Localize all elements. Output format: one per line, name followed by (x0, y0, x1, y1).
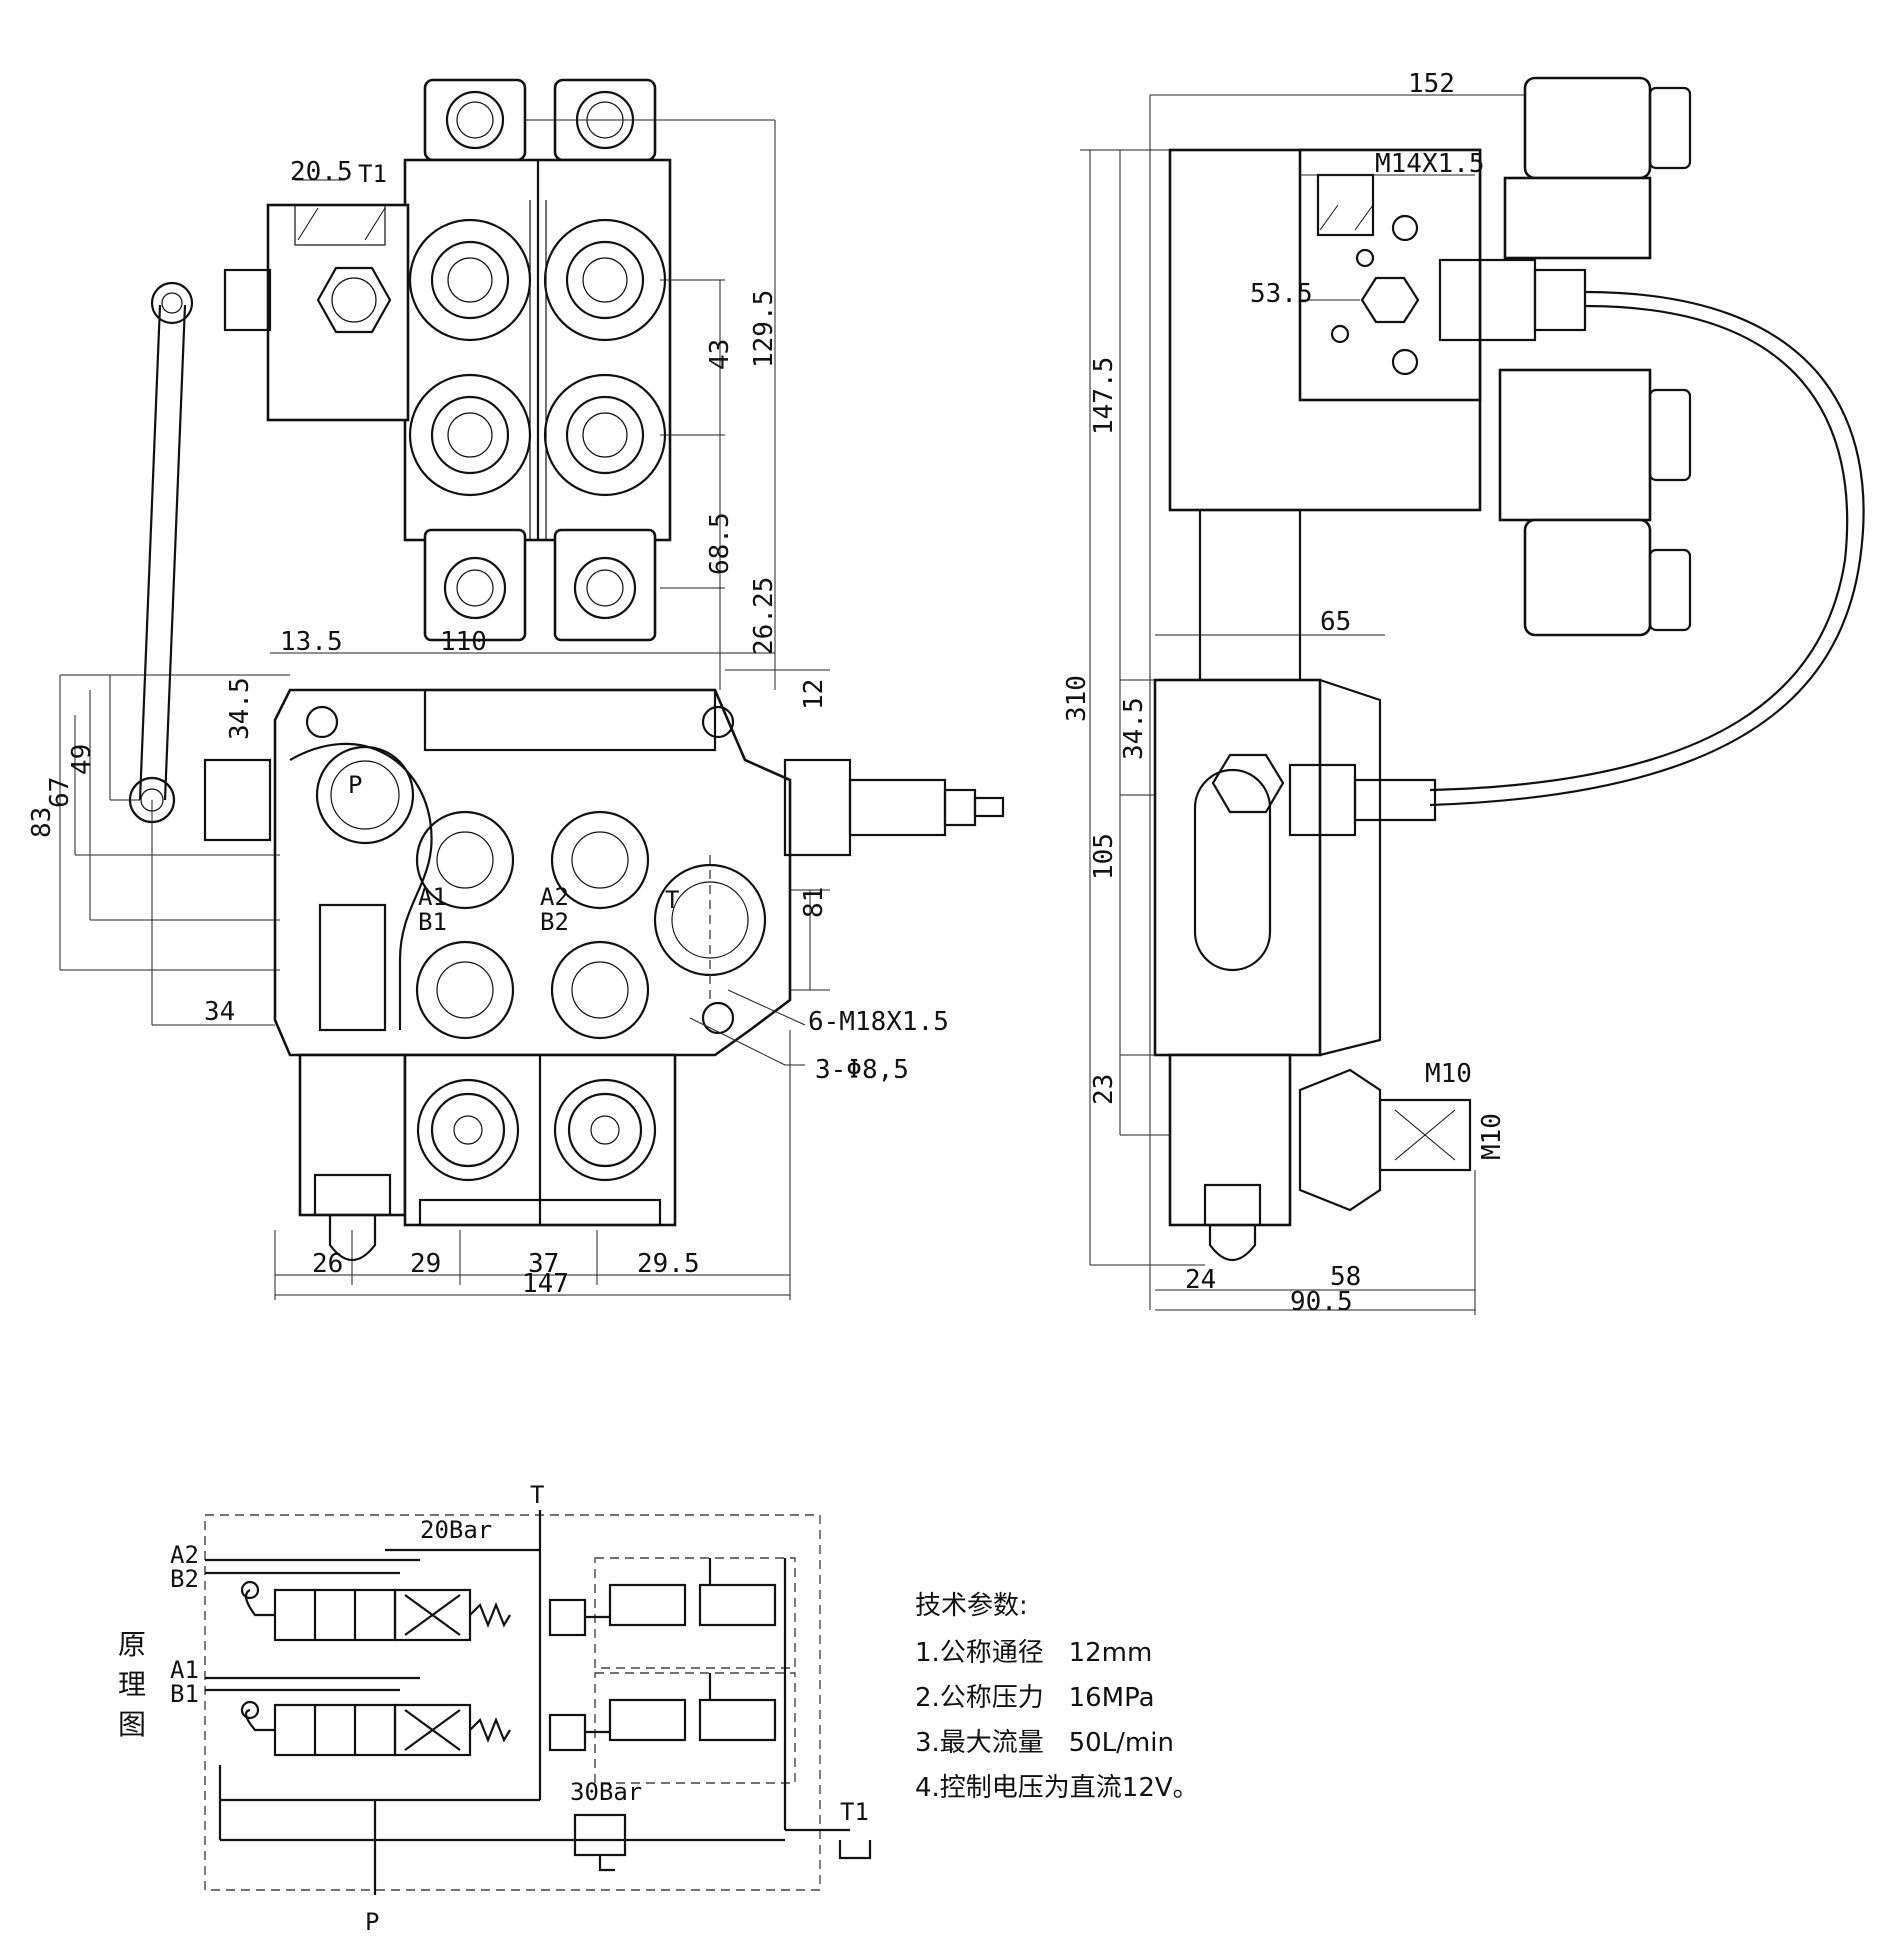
schematic-b1-label: B1 (170, 1680, 199, 1708)
callout-thread: 6-M18X1.5 (808, 1007, 949, 1037)
spec-item-2: 2.公称压力 16MPa (915, 1683, 1155, 1713)
side-view: 152 M14X1.5 147.5 53.5 310 65 34.5 105 2… (1062, 69, 1865, 1317)
dim-37: 37 (528, 1249, 559, 1279)
port-t-label: T (665, 886, 679, 914)
port-a2-label: A2 (540, 883, 569, 911)
schematic-p-label: P (365, 1908, 379, 1936)
schematic-t1-label: T1 (840, 1798, 869, 1826)
dim-34-5: 34.5 (225, 677, 255, 740)
side-dim-105: 105 (1089, 833, 1119, 880)
port-p-label: P (348, 771, 362, 799)
schematic-title: 原理图 (118, 1628, 147, 1741)
callout-holes: 3-Φ8,5 (815, 1055, 909, 1085)
side-callout-m10-a: M10 (1425, 1059, 1472, 1089)
dim-34: 34 (204, 997, 235, 1027)
port-b2-label: B2 (540, 908, 569, 936)
dim-81: 81 (799, 887, 829, 918)
dim-49: 49 (67, 744, 97, 775)
schematic-20bar-label: 20Bar (420, 1516, 492, 1544)
spec-item-4: 4.控制电压为直流12V。 (915, 1773, 1199, 1803)
spec-item-1: 1.公称通径 12mm (915, 1638, 1153, 1668)
side-dim-90-5: 90.5 (1290, 1287, 1353, 1317)
side-callout-m10-b: M10 (1477, 1113, 1507, 1160)
side-callout-m14: M14X1.5 (1375, 149, 1485, 179)
schematic-t-label: T (530, 1481, 544, 1509)
port-t1-label: T1 (358, 160, 387, 188)
side-dim-34-5: 34.5 (1119, 697, 1149, 760)
side-dim-310: 310 (1062, 675, 1092, 722)
side-dim-147-5: 147.5 (1089, 357, 1119, 435)
schematic-30bar-label: 30Bar (570, 1778, 642, 1806)
specs-heading: 技术参数: (915, 1591, 1028, 1621)
port-b1-label: B1 (418, 908, 447, 936)
dim-26-25: 26.25 (749, 577, 779, 655)
dim-147: 147 (522, 1269, 569, 1299)
dim-83: 83 (27, 807, 57, 838)
dim-26: 26 (312, 1249, 343, 1279)
dim-13-5: 13.5 (280, 627, 343, 657)
dim-29-5: 29.5 (637, 1249, 700, 1279)
schematic-b2-label: B2 (170, 1565, 199, 1593)
dim-68-5: 68.5 (705, 512, 735, 575)
side-dim-65: 65 (1320, 607, 1351, 637)
spec-item-3: 3.最大流量 50L/min (915, 1728, 1174, 1758)
port-a1-label: A1 (418, 883, 447, 911)
dim-43: 43 (705, 339, 735, 370)
dim-129-5: 129.5 (749, 290, 779, 368)
schematic-a1-label: A1 (170, 1656, 199, 1684)
side-dim-24: 24 (1185, 1265, 1216, 1295)
dim-12: 12 (799, 679, 829, 710)
dim-110: 110 (440, 627, 487, 657)
side-dim-152: 152 (1408, 69, 1455, 99)
side-dim-23: 23 (1089, 1074, 1119, 1105)
dim-29: 29 (410, 1249, 441, 1279)
side-dim-53-5: 53.5 (1250, 279, 1313, 309)
schematic-a2-label: A2 (170, 1541, 199, 1569)
hydraulic-schematic: T P T1 A2 B2 A1 B1 20Bar 30Bar (170, 1481, 872, 1936)
side-dim-58: 58 (1330, 1262, 1361, 1292)
dim-67: 67 (45, 777, 75, 808)
dim-20-5: 20.5 (290, 157, 353, 187)
front-view: P A1 B1 A2 B2 T T1 20.5 129.5 43 68.5 26… (27, 78, 1005, 1300)
